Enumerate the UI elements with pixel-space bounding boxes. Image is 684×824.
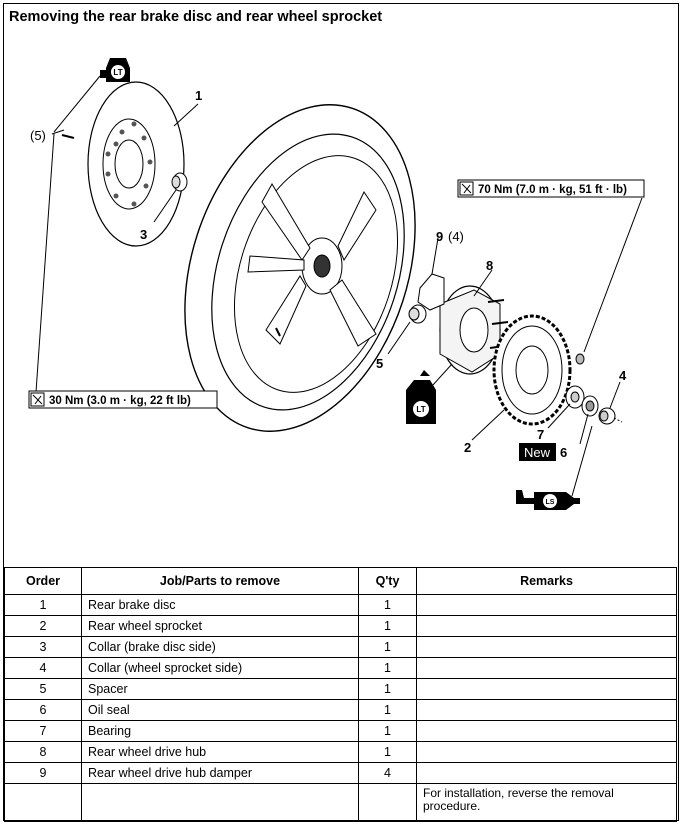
torque-value-bottom: 30 Nm (3.0 m · kg, 22 ft lb): [49, 395, 191, 407]
remarks-cell: [416, 678, 677, 700]
oil-seal: [581, 395, 599, 417]
order-cell: 5: [4, 678, 82, 700]
order-cell: 9: [4, 762, 82, 784]
col-header-order: Order: [4, 567, 82, 595]
drive-hub: [439, 285, 509, 375]
remarks-cell: [416, 657, 677, 679]
remarks-cell: [416, 741, 677, 763]
callout-5: 5: [376, 356, 383, 371]
brake-disc: [87, 81, 185, 247]
job-cell: Rear wheel drive hub: [81, 741, 359, 763]
order-cell: 2: [4, 615, 82, 637]
job-cell: Rear wheel drive hub damper: [81, 762, 359, 784]
new-badge: [519, 443, 556, 461]
job-cell: Spacer: [81, 678, 359, 700]
job-cell: Collar (brake disc side): [81, 636, 359, 658]
table-row: For installation, reverse the removal pr…: [4, 783, 677, 822]
callout-8: 8: [486, 258, 493, 273]
col-header-remarks: Remarks: [416, 567, 677, 595]
new-badge-label: New: [524, 445, 551, 460]
order-cell: 1: [4, 594, 82, 616]
svg-text:LS: LS: [546, 499, 555, 506]
remarks-cell: [416, 615, 677, 637]
col-header-job: Job/Parts to remove: [81, 567, 359, 595]
order-cell: 6: [4, 699, 82, 721]
remarks-cell: [416, 720, 677, 742]
callout-4-ref: (4): [448, 229, 464, 244]
job-cell: Collar (wheel sprocket side): [81, 657, 359, 679]
col-header-qty: Q'ty: [358, 567, 417, 595]
exploded-diagram: 1 3 9 8 5 2 7 4 6 (5) (4) New 70 Nm (7.0…: [28, 58, 645, 510]
order-cell: 8: [4, 741, 82, 763]
qty-cell: 1: [358, 636, 417, 658]
qty-cell: 1: [358, 615, 417, 637]
locking-agent-icon: LT: [406, 370, 436, 424]
locking-agent-icon: LT: [100, 58, 130, 82]
order-cell: 4: [4, 657, 82, 679]
order-cell: 7: [4, 720, 82, 742]
order-cell: 3: [4, 636, 82, 658]
remarks-cell: [416, 699, 677, 721]
remarks-cell: [416, 594, 677, 616]
torque-label-bottom: 30 Nm (3.0 m · kg, 22 ft lb): [28, 390, 218, 409]
remarks-cell: [416, 762, 677, 784]
callout-9: 9: [436, 229, 443, 244]
rear-wheel: [184, 104, 416, 432]
parts-table: Order Job/Parts to remove Q'ty Remarks 1…: [4, 567, 677, 822]
order-cell: [4, 783, 82, 822]
qty-cell: 1: [358, 657, 417, 679]
qty-cell: [358, 783, 417, 822]
job-cell: Rear wheel sprocket: [81, 615, 359, 637]
table-header-row: Order Job/Parts to remove Q'ty Remarks: [4, 567, 677, 595]
callout-3: 3: [140, 227, 147, 242]
svg-text:LT: LT: [113, 68, 122, 77]
qty-cell: 1: [358, 741, 417, 763]
remarks-cell: [416, 636, 677, 658]
qty-cell: 1: [358, 720, 417, 742]
qty-cell: 1: [358, 678, 417, 700]
collar-brake-side: [171, 172, 188, 192]
spacer: [408, 304, 427, 324]
callout-2: 2: [464, 440, 471, 455]
grease-icon: LS: [516, 490, 580, 510]
callout-4: 4: [619, 368, 627, 383]
qty-cell: 4: [358, 762, 417, 784]
callout-5-ref: (5): [30, 128, 46, 143]
torque-label-top: 70 Nm (7.0 m · kg, 51 ft · lb): [457, 179, 645, 198]
qty-cell: 1: [358, 594, 417, 616]
job-cell: Rear brake disc: [81, 594, 359, 616]
sprocket: [492, 314, 572, 426]
callout-6: 6: [560, 445, 567, 460]
job-cell: [81, 783, 359, 822]
collar-sprocket-side: [598, 407, 623, 425]
torque-value-top: 70 Nm (7.0 m · kg, 51 ft · lb): [478, 184, 627, 196]
svg-text:LT: LT: [416, 405, 425, 414]
job-cell: Bearing: [81, 720, 359, 742]
hub-damper: [417, 273, 445, 311]
job-cell: Oil seal: [81, 699, 359, 721]
callout-1: 1: [195, 88, 202, 103]
remarks-cell: For installation, reverse the removal pr…: [416, 783, 677, 822]
callout-7: 7: [537, 427, 544, 442]
bearing: [565, 385, 585, 409]
qty-cell: 1: [358, 699, 417, 721]
page-title: Removing the rear brake disc and rear wh…: [9, 9, 383, 25]
